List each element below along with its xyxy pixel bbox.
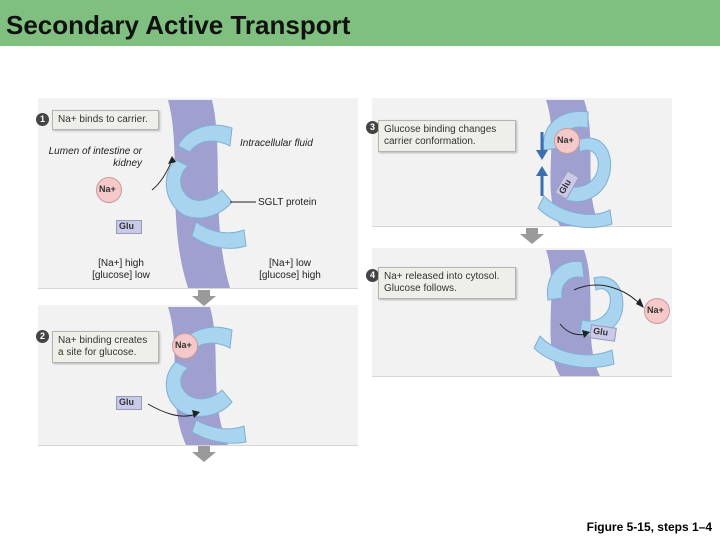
glucose-release-arrowhead — [582, 330, 590, 338]
lumen-label: Lumen of intestine or kidney — [48, 146, 142, 169]
sodium-ion-panel-3: Na+ — [554, 128, 580, 154]
page-title: Secondary Active Transport — [6, 10, 351, 40]
sodium-release-arrow — [573, 284, 641, 305]
intracellular-concentration-label: [Na+] low [glucose] high — [259, 258, 321, 281]
step-1-callout: Na+ binds to carrier. — [52, 110, 159, 130]
intracellular-label: Intracellular fluid — [240, 138, 313, 149]
glucose-binding-arrowhead — [192, 410, 200, 418]
sglt-carrier-lower-panel-3 — [537, 195, 613, 228]
conformation-arrowhead-up — [536, 166, 548, 176]
sglt-carrier-right-panel-3 — [565, 137, 612, 202]
step-badge-3: 3 — [366, 121, 379, 134]
sodium-binding-arrowhead — [168, 156, 176, 164]
sglt-carrier-right-panel-4 — [579, 276, 624, 337]
lumen-concentration-label: [Na+] high [glucose] low — [92, 258, 150, 281]
sodium-ion-panel-1: Na+ — [96, 177, 122, 203]
step-3-callout: Glucose binding changes carrier conforma… — [378, 120, 516, 152]
sglt-carrier-lower-panel-2 — [191, 419, 247, 444]
step-arrow-1-to-2 — [192, 290, 216, 306]
step-arrow-3-to-4 — [520, 228, 544, 244]
step-4-callout: Na+ released into cytosol. Glucose follo… — [378, 267, 516, 299]
sodium-ion-panel-2: Na+ — [172, 333, 198, 359]
glucose-panel-2: Glu — [116, 396, 142, 410]
sglt-protein-label: SGLT protein — [258, 197, 317, 208]
step-badge-4: 4 — [366, 269, 379, 282]
glucose-binding-arrow — [147, 403, 197, 417]
step-badge-2: 2 — [36, 330, 49, 343]
sglt-carrier-lower-panel-1 — [191, 221, 247, 249]
sglt-carrier-lower-panel-4 — [533, 335, 615, 368]
title-bar: Secondary Active Transport — [0, 0, 720, 46]
panel-step-3 — [372, 98, 672, 227]
sodium-release-arrowhead — [636, 298, 644, 308]
sodium-ion-panel-4: Na+ — [644, 298, 670, 324]
step-arrow-2-down — [192, 446, 216, 462]
figure-caption: Figure 5-15, steps 1–4 — [586, 520, 712, 534]
glucose-panel-1: Glu — [116, 220, 142, 234]
sglt-carrier-body-panel-2 — [165, 361, 233, 417]
step-2-callout: Na+ binding creates a site for glucose. — [52, 331, 159, 363]
sglt-carrier-top-panel-1 — [177, 124, 233, 153]
sglt-carrier-left-panel-4 — [546, 260, 585, 301]
sglt-carrier-body-panel-1 — [165, 159, 233, 219]
step-badge-1: 1 — [36, 113, 49, 126]
conformation-arrowhead-down — [536, 150, 548, 160]
